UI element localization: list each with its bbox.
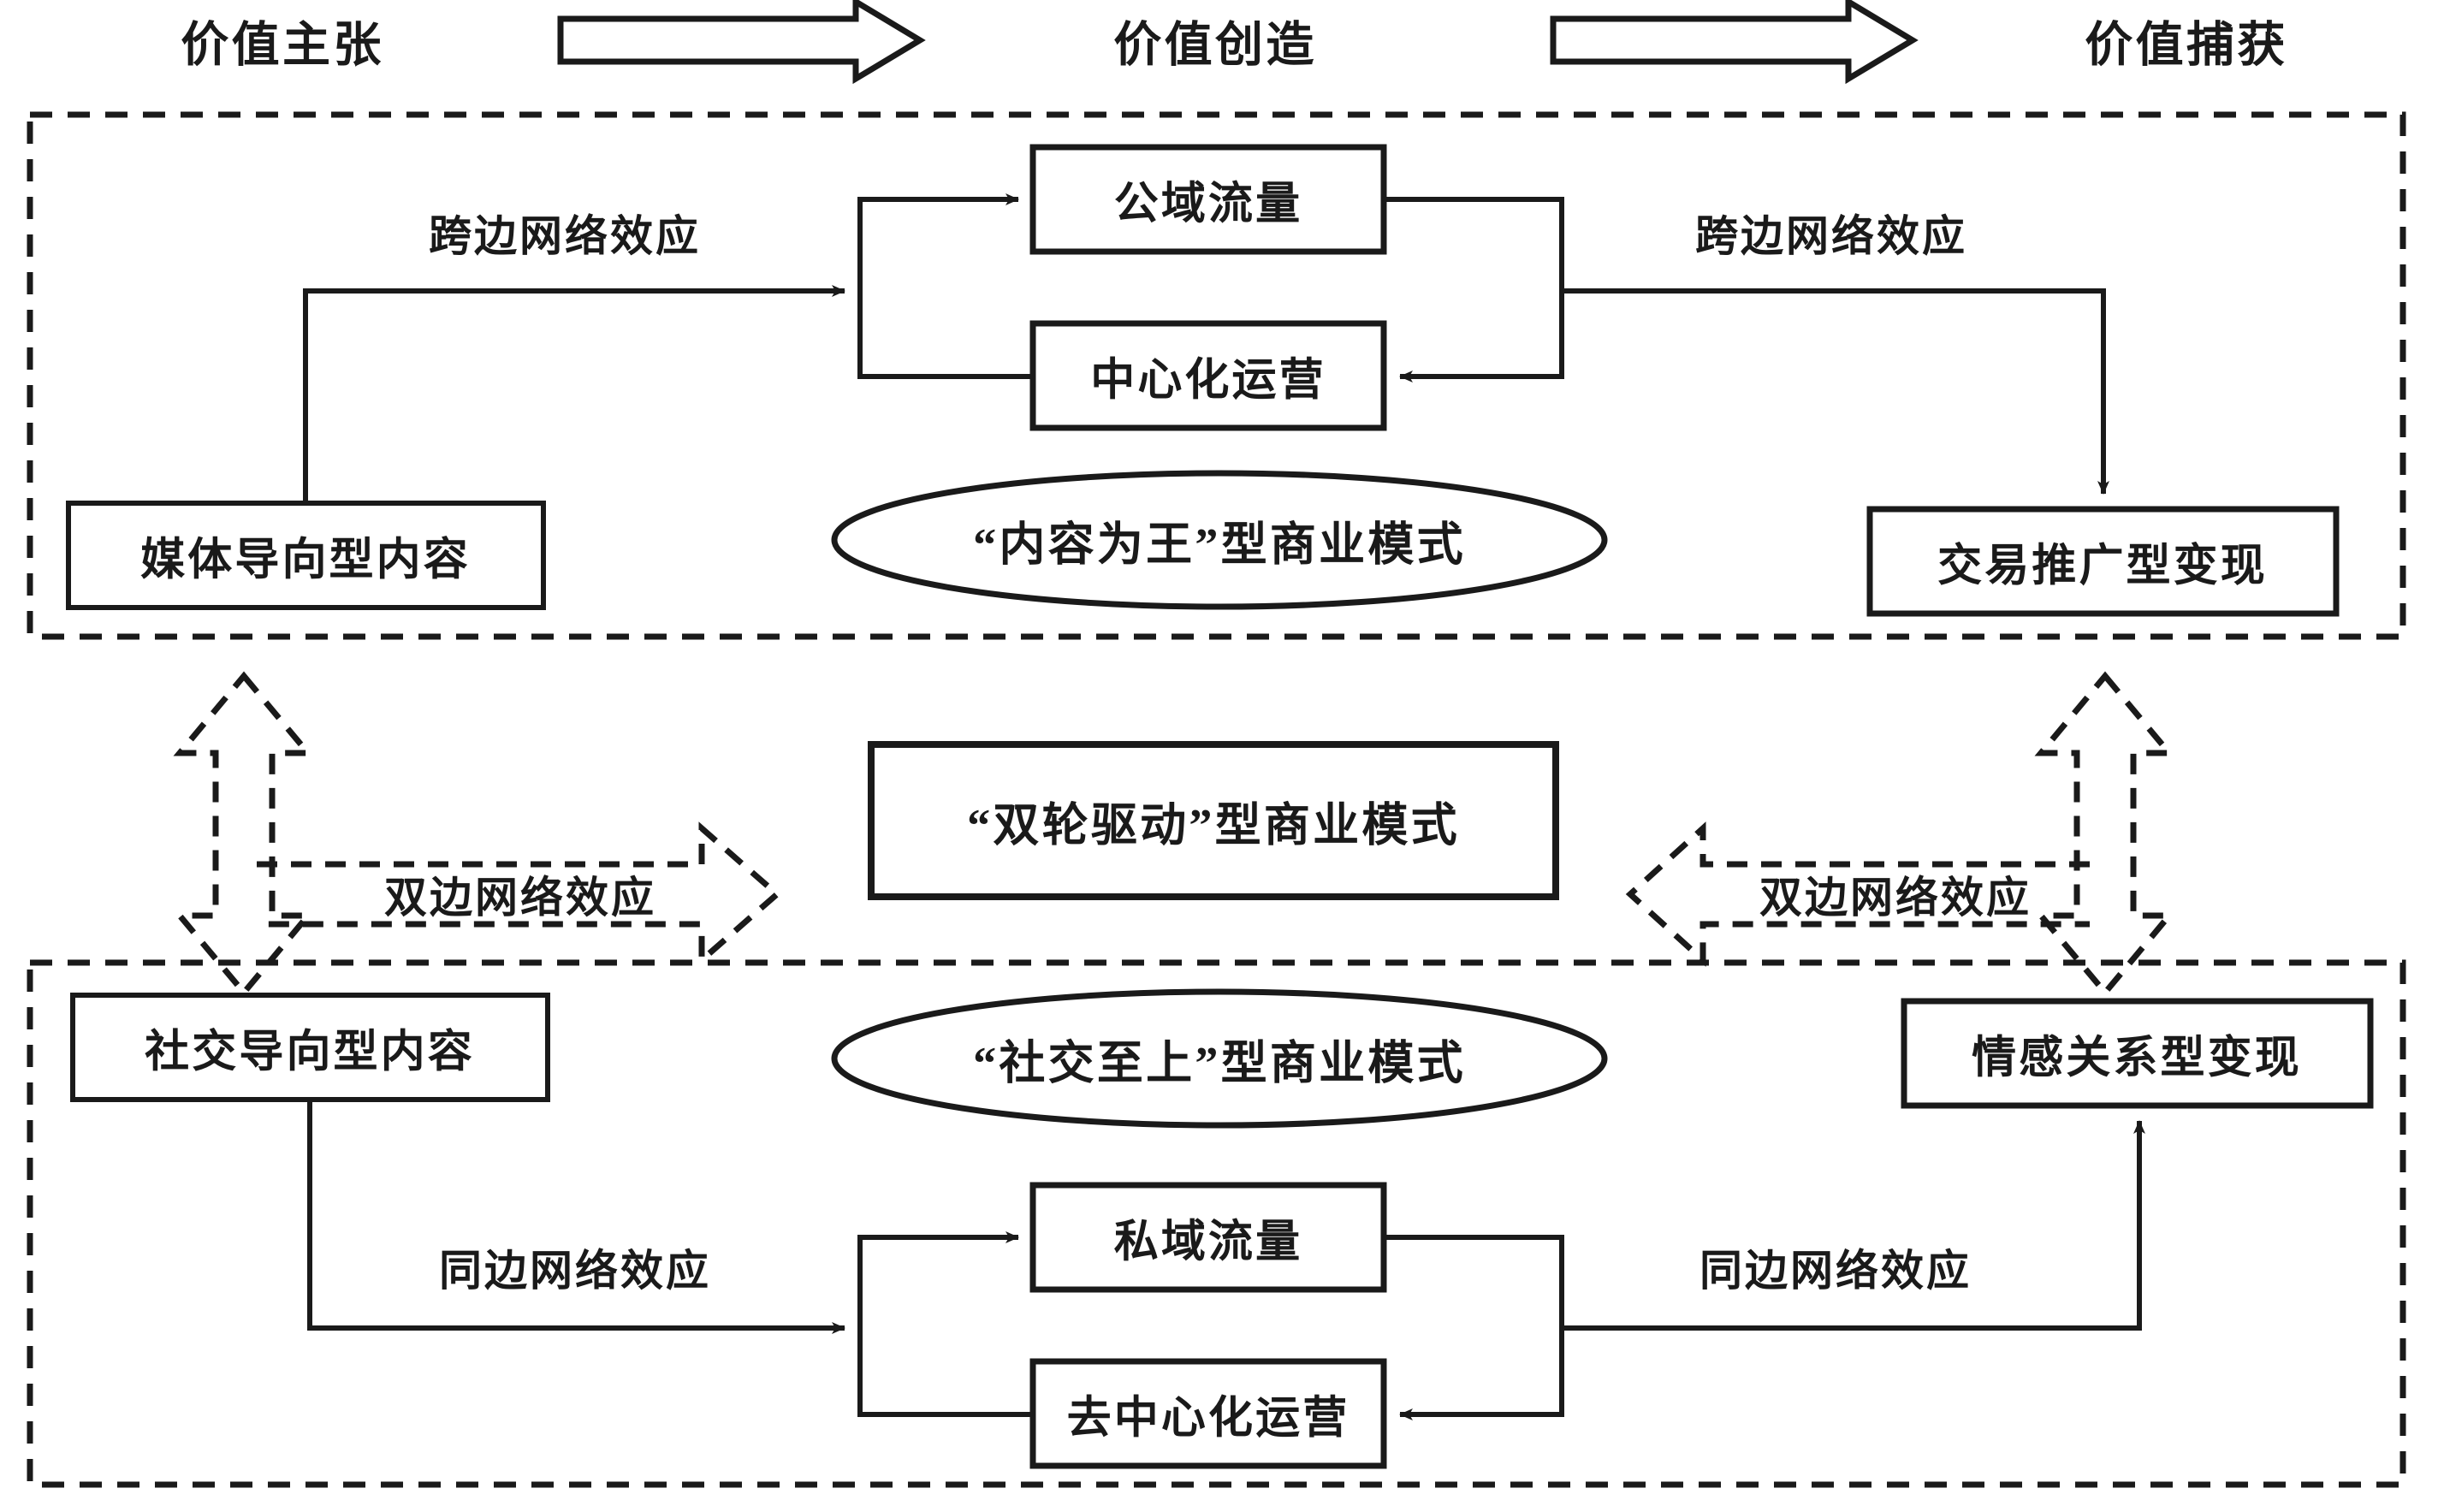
label-cross-side-network-effect-left: 跨边网络效应 [429,212,701,260]
label-bilateral-network-effect-right: 双边网络效应 [1759,874,2032,922]
box-label-decentralized-operation: 去中心化运营 [1066,1394,1350,1444]
label-cross-side-network-effect-right: 跨边网络效应 [1695,212,1967,260]
connector-public-to-centralized-loop [1384,197,1564,382]
ellipse-label-content-is-king: “内容为王”型商业模式 [973,519,1466,571]
dashed-double-arrow-vertical-right-icon [2034,671,2176,998]
box-label-emotional-relationship-monetization: 情感关系型变现 [1972,1034,2302,1083]
connector-hub-to-decentralized-in [857,1328,1033,1417]
box-transaction-promotion-monetization[interactable] [1866,506,2340,617]
box-label-centralized-operation: 中心化运营 [1090,356,1326,406]
box-label-dual-wheel-drive-model: “双轮驱动”型商业模式 [967,799,1460,851]
box-centralized-operation[interactable] [1029,320,1387,431]
ellipse-content-is-king [831,470,1608,610]
header-value-creation: 价值创造 [1113,19,1317,73]
header-value-proposition: 价值主张 [181,19,384,73]
dashed-double-arrow-vertical-left-icon [173,671,315,998]
box-decentralized-operation[interactable] [1029,1358,1387,1469]
box-social-oriented-content[interactable] [70,993,550,1102]
box-dual-wheel-drive-model[interactable] [868,741,1559,900]
connector-hub-to-centralized-in [857,291,1033,379]
box-private-traffic[interactable] [1029,1182,1387,1293]
dashed-arrow-right-icon [257,821,782,967]
box-label-private-traffic: 私域流量 [1113,1218,1303,1267]
dashed-arrow-left-icon [1625,821,2090,967]
header-block-arrow-1 [557,0,926,85]
connector-hub-to-emotional-monetization [1562,1120,2145,1331]
box-label-social-oriented-content: 社交导向型内容 [145,1028,475,1077]
bottom-panel-border [27,959,2406,1488]
label-same-side-network-effect-left: 同边网络效应 [439,1247,711,1295]
ellipse-label-social-first: “社交至上”型商业模式 [973,1037,1466,1089]
box-label-transaction-promotion-monetization: 交易推广型变现 [1937,542,2268,591]
connector-social-content-to-hub [307,1100,845,1334]
connector-hub-to-private-traffic [857,1231,1019,1328]
connector-hub-to-public-traffic [857,193,1019,291]
box-label-public-traffic: 公域流量 [1113,180,1303,229]
box-label-media-oriented-content: 媒体导向型内容 [140,536,471,585]
label-bilateral-network-effect-left: 双边网络效应 [384,874,656,922]
header-block-arrow-2 [1550,0,1919,85]
connector-hub-to-monetization [1562,288,2109,495]
connector-content-to-hub-top [303,285,845,503]
top-panel-border [27,111,2406,640]
box-emotional-relationship-monetization[interactable] [1901,998,2374,1109]
header-value-capture: 价值捕获 [2085,19,2288,73]
ellipse-social-first [831,988,1608,1129]
label-same-side-network-effect-right: 同边网络效应 [1699,1247,1972,1295]
connector-private-to-decentralized-loop [1384,1235,1564,1420]
